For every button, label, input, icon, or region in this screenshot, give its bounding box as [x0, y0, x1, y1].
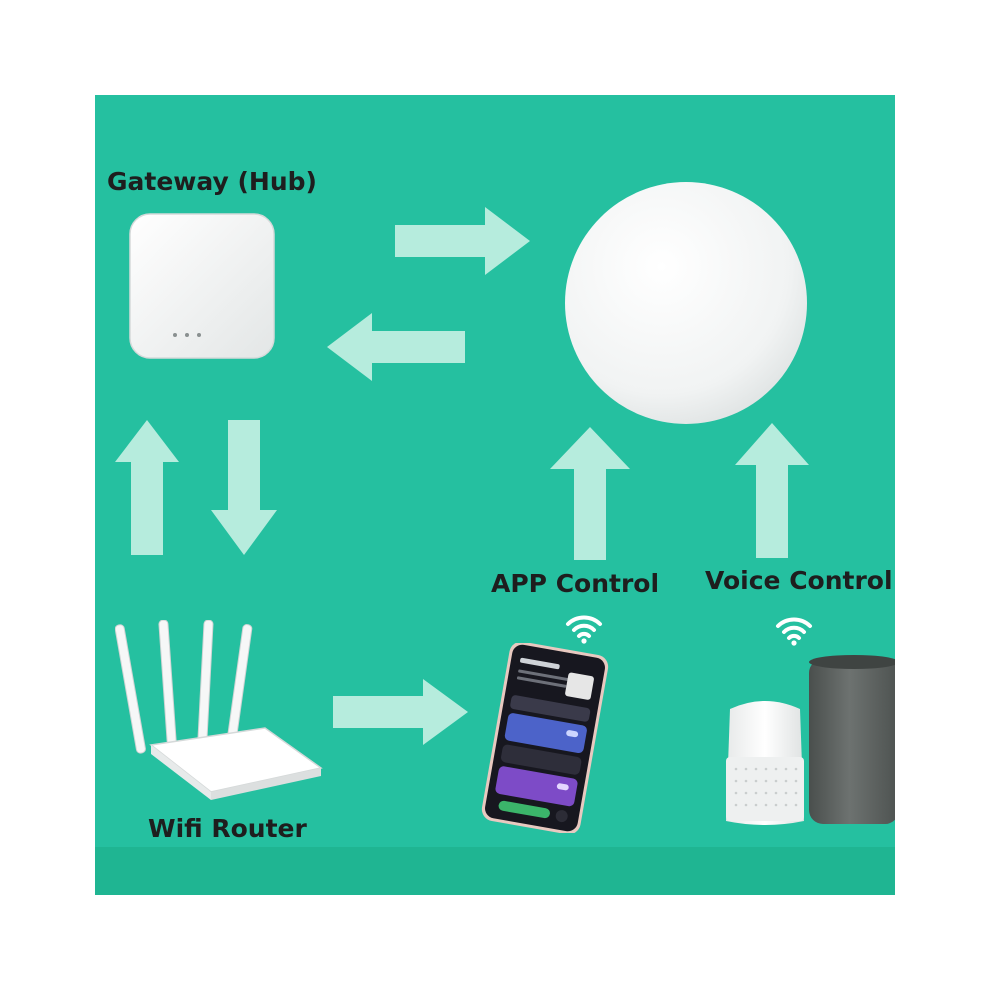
arrow-right-top: [395, 207, 530, 275]
arrow-left-middle: [327, 313, 465, 381]
smart-speaker-white: [726, 701, 804, 825]
arrow-down-left: [211, 420, 277, 555]
arrow-up-app: [550, 427, 630, 560]
arrow-right-bottom: [333, 679, 468, 745]
wifi-router-device: [115, 620, 323, 800]
gateway-hub-device: [129, 213, 275, 359]
gateway-label: Gateway (Hub): [107, 167, 317, 196]
smartphone-app: [481, 643, 609, 833]
smart-speaker-gray: [809, 655, 895, 824]
wifi-icon: [566, 615, 602, 644]
voice-control-label: Voice Control: [705, 566, 893, 595]
app-control-label: APP Control: [491, 569, 660, 598]
round-sensor-device: [565, 182, 807, 424]
arrow-up-voice: [735, 423, 809, 558]
panel-bottom-strip: [95, 847, 895, 895]
wifi-router-label: Wifi Router: [148, 814, 307, 843]
diagram-panel: Gateway (Hub): [95, 95, 895, 895]
wifi-icon: [776, 617, 812, 646]
arrow-up-left: [115, 420, 179, 555]
